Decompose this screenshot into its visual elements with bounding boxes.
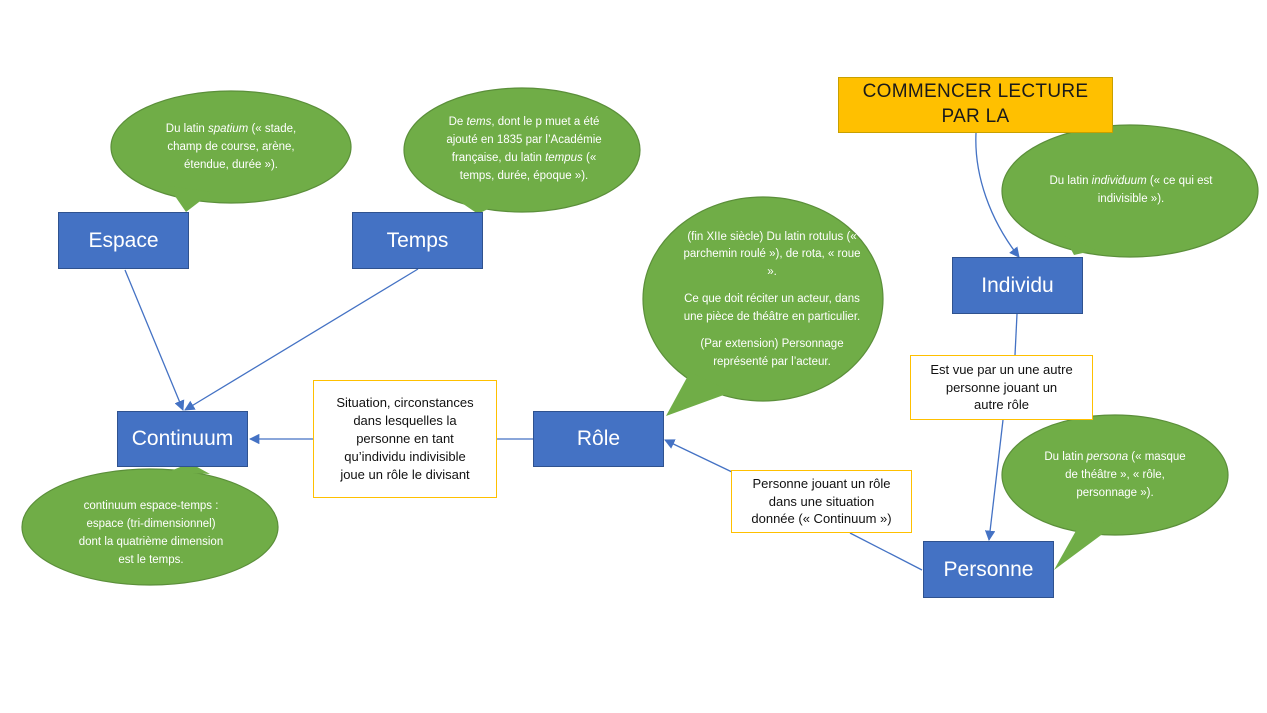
edge-temps-continuum [184,268,419,411]
bubble-temps-text: De tems, dont le p muet a été ajouté en … [446,116,602,182]
note-line: donnée (« Continuum ») [751,511,892,527]
start-line-1: COMMENCER LECTURE [862,81,1089,103]
node-individu-label: Individu [981,273,1054,297]
bubble-role-text: (fin XIIe siècle) Du latin rotulus (« pa… [683,210,861,390]
note-line: Personne jouant un rôle [752,475,891,491]
note-personne-role: Personne jouant un rôle dans une situati… [731,470,912,533]
note-line: joue un rôle le divisant [340,466,470,482]
node-temps-label: Temps [386,228,449,252]
note-line: dans une situation [768,493,875,509]
bubble-temps-shape [403,87,641,214]
node-continuum: Continuum [117,411,248,467]
start-box: COMMENCER LECTURE PAR LA [838,77,1113,133]
bubble-individu-text: Du latin individuum (« ce qui est indivi… [1049,175,1213,205]
note-line: Est vue par un une autre [930,361,1073,377]
bubble-role-p1: (fin XIIe siècle) Du latin rotulus (« pa… [683,230,861,279]
bubble-role-shape [642,196,884,416]
note-line: dans lesquelles la [353,413,457,429]
node-espace: Espace [58,212,189,269]
edge-personne-personne-role [849,532,923,571]
node-espace-label: Espace [88,228,159,252]
bubble-individu-shape [1001,124,1259,258]
bubble-continuum-text: continuum espace-temps : espace (tri-dim… [76,496,226,572]
note-line: personne jouant un [945,379,1058,395]
note-vue: Est vue par un une autre personne jouant… [910,355,1093,420]
node-continuum-label: Continuum [131,427,234,450]
node-personne-label: Personne [943,557,1034,581]
edge-start-individu [975,132,1020,258]
note-situation: Situation, circonstances dans lesquelles… [313,380,497,498]
note-line: personne en tant [356,431,454,447]
node-personne: Personne [923,541,1054,598]
bubble-role-p2: Ce que doit réciter un acteur, dans une … [683,293,861,323]
note-line: autre rôle [974,397,1029,413]
note-line: qu’individu indivisible [344,448,466,464]
bubble-continuum-shape [21,463,279,586]
bubble-continuum-p: continuum espace-temps : espace (tri-dim… [78,500,224,566]
bubble-espace-text: Du latin spatium (« stade, champ de cour… [165,123,297,171]
edge-espace-continuum [124,269,185,411]
edge-individu-vue [1014,313,1018,356]
node-individu: Individu [952,257,1083,314]
edge-vue-personne [984,419,1004,542]
node-role: Rôle [533,411,664,467]
node-role-label: Rôle [576,427,621,450]
start-line-2: PAR LA [941,106,1010,127]
bubble-espace-shape [110,90,352,212]
edge-personne-role-role [664,439,733,473]
bubble-personne-text: Du latin persona (« masque de théâtre »,… [1044,451,1186,499]
note-line: Situation, circonstances [336,395,474,411]
bubble-personne-shape [1001,414,1229,570]
bubble-role-p3: (Par extension) Personnage représenté pa… [700,337,844,368]
node-temps: Temps [352,212,483,269]
